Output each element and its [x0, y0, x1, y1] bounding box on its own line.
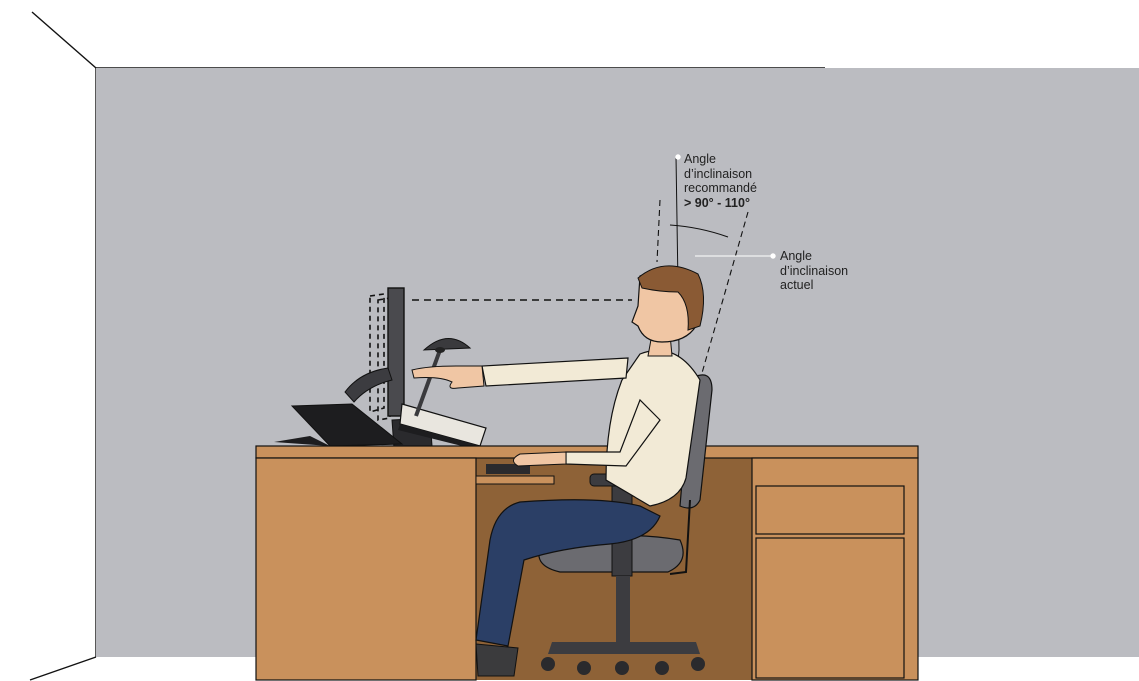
current-angle-label: Angle d’inclinaison actuel	[780, 249, 848, 293]
recommended-angle-line3: recommandé	[684, 181, 757, 196]
recommended-angle-range: > 90° - 110°	[684, 196, 757, 211]
recommended-angle-line2: d’inclinaison	[684, 167, 757, 182]
current-angle-line2: d’inclinaison	[780, 264, 848, 279]
recommended-angle-label: Angle d’inclinaison recommandé > 90° - 1…	[684, 152, 757, 210]
current-angle-line3: actuel	[780, 278, 848, 293]
recommended-angle-line1: Angle	[684, 152, 757, 167]
current-angle-line1: Angle	[780, 249, 848, 264]
